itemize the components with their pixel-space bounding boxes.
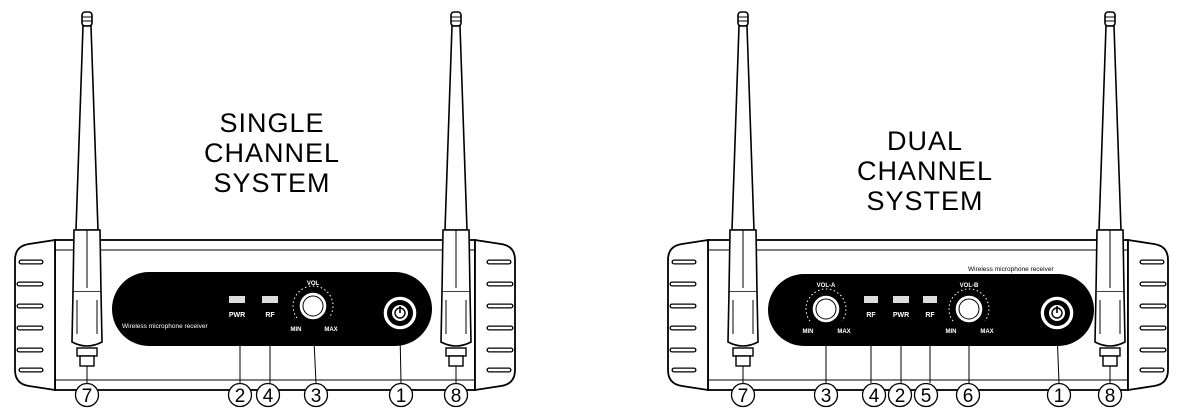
svg-text:2: 2 <box>235 386 246 407</box>
dual-callout-5: 5 <box>913 382 939 408</box>
dual-channel-receiver: DUAL CHANNEL SYSTEM Wireless microphone … <box>668 11 1168 408</box>
single-receiver-body: Wireless microphone receiver PWR RF VOL … <box>15 240 515 390</box>
dual-vol-a-min: MIN <box>803 329 814 335</box>
dual-rf-a-led <box>864 296 878 303</box>
dual-callout-7: 7 <box>730 382 756 408</box>
dual-power-button[interactable] <box>1039 295 1075 331</box>
svg-text:4: 4 <box>263 386 274 407</box>
svg-text:7: 7 <box>82 386 93 407</box>
single-title-line1: SINGLE <box>219 108 324 138</box>
single-faceplate <box>112 272 432 346</box>
single-power-button[interactable] <box>382 295 418 331</box>
svg-text:1: 1 <box>1054 386 1065 407</box>
svg-text:8: 8 <box>451 386 462 407</box>
dual-volume-b-knob[interactable] <box>954 294 984 324</box>
dual-rf-a-label: RF <box>866 312 876 319</box>
single-pwr-label: PWR <box>229 312 245 319</box>
dual-callout-6: 6 <box>955 382 981 408</box>
single-antenna-left <box>71 11 103 367</box>
single-callout-7: 7 <box>74 382 100 408</box>
dual-title-line3: SYSTEM <box>866 186 983 216</box>
dual-pwr-led <box>893 296 909 303</box>
dual-faceplate <box>768 274 1094 346</box>
single-callout-1: 1 <box>388 382 414 408</box>
single-vol-min: MIN <box>291 327 302 333</box>
single-vol-max: MAX <box>324 327 337 333</box>
dual-brand-label: Wireless microphone receiver <box>968 266 1054 273</box>
single-brand-label: Wireless microphone receiver <box>122 323 208 330</box>
dual-vol-b-min: MIN <box>946 329 957 335</box>
single-vol-label: VOL <box>307 281 320 287</box>
single-pwr-led <box>229 296 245 303</box>
svg-text:4: 4 <box>869 386 880 407</box>
svg-text:3: 3 <box>311 386 322 407</box>
single-callout-4: 4 <box>255 382 281 408</box>
svg-text:5: 5 <box>921 386 932 407</box>
dual-volume-a-knob[interactable] <box>811 294 841 324</box>
dual-pwr-label: PWR <box>893 312 909 319</box>
svg-text:8: 8 <box>1105 386 1116 407</box>
dual-rf-b-label: RF <box>925 312 935 319</box>
dual-callout-1: 1 <box>1046 382 1072 408</box>
dual-vol-a-max: MAX <box>837 329 850 335</box>
dual-antenna-left <box>727 11 759 367</box>
single-rf-led <box>262 296 278 303</box>
svg-text:6: 6 <box>963 386 974 407</box>
single-callout-3: 3 <box>303 382 329 408</box>
single-rf-label: RF <box>265 312 275 319</box>
single-title-line2: CHANNEL <box>204 138 340 168</box>
dual-vol-b-max: MAX <box>980 329 993 335</box>
single-title-line3: SYSTEM <box>213 168 330 198</box>
dual-rf-b-led <box>923 296 937 303</box>
svg-text:7: 7 <box>738 386 749 407</box>
single-antenna-right <box>440 11 472 367</box>
svg-text:1: 1 <box>396 386 407 407</box>
dual-title-line1: DUAL <box>887 126 963 156</box>
dual-vol-a-label: VOL-A <box>817 283 836 289</box>
single-volume-knob[interactable] <box>298 291 328 321</box>
single-callout-8: 8 <box>443 382 469 408</box>
dual-callout-2: 2 <box>887 382 913 408</box>
dual-vol-b-label: VOL-B <box>960 283 979 289</box>
dual-callout-8: 8 <box>1097 382 1123 408</box>
svg-text:3: 3 <box>821 386 832 407</box>
svg-text:2: 2 <box>895 386 906 407</box>
single-channel-receiver: SINGLE CHANNEL SYSTEM Wireless microphon… <box>15 11 515 408</box>
dual-title-line2: CHANNEL <box>857 156 993 186</box>
dual-callout-3: 3 <box>813 382 839 408</box>
dual-callout-4: 4 <box>861 382 887 408</box>
dual-antenna-right <box>1094 11 1126 367</box>
single-callout-2: 2 <box>227 382 253 408</box>
